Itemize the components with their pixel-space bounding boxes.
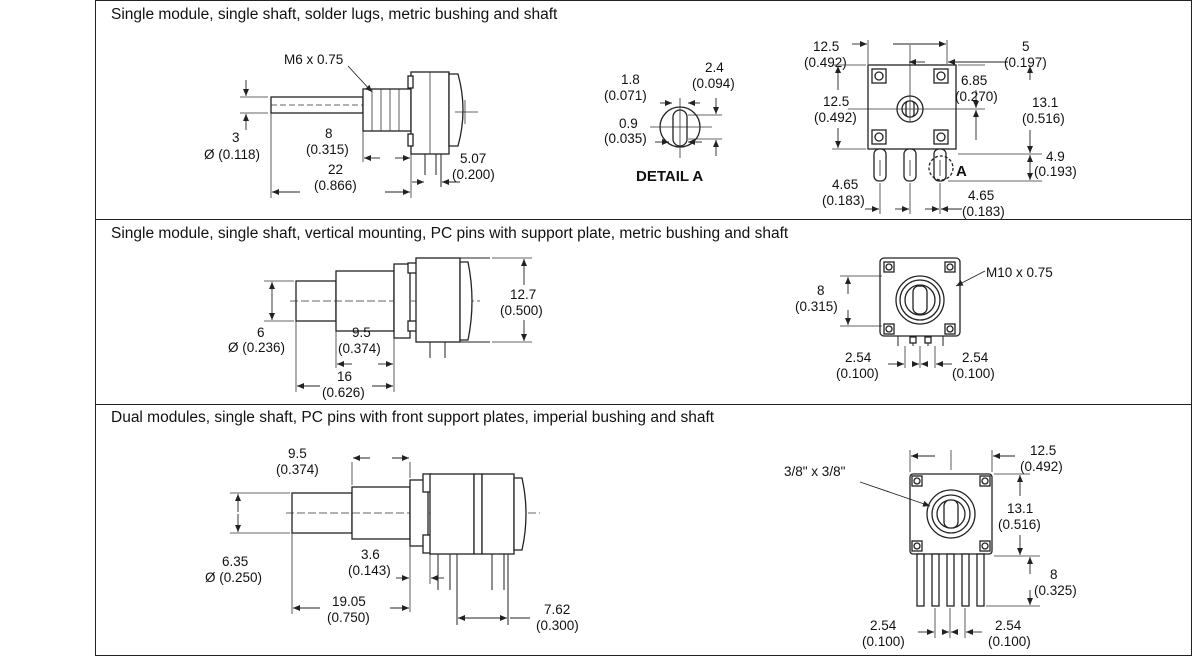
p3-len2-mm: 19.05 xyxy=(332,594,366,609)
p2f-h-mm: 8 xyxy=(817,283,825,298)
p3f-p1-mm: 2.54 xyxy=(870,618,897,633)
p1f-ht-mm: 13.1 xyxy=(1032,95,1058,110)
p2-len1-mm: 9.5 xyxy=(352,325,371,340)
p3-len2-in: (0.750) xyxy=(327,610,370,625)
p1-lug-mm: 5.07 xyxy=(460,151,486,166)
p1-len2-in: (0.866) xyxy=(314,178,357,193)
p2f-p1-mm: 2.54 xyxy=(845,350,872,365)
p1-len1-in: (0.315) xyxy=(306,142,349,157)
p2f-p2-mm: 2.54 xyxy=(962,350,989,365)
p1f-pin-mm: 4.9 xyxy=(1046,149,1065,164)
panel-2-front-view: M10 x 0.75 8 (0.315) 2.54 (0.100) 2.54 (… xyxy=(795,257,1053,381)
p1f-h-in: (0.492) xyxy=(814,110,857,125)
panel-2-side-view: 6 Ø (0.236) 9.5 (0.374) 16 (0.626) 12.7 … xyxy=(228,257,543,400)
panel-1-front-view: A 12.5 (0.492) 5 (0.197) 6.85 (0.270) 12… xyxy=(804,39,1077,219)
p3f-pin-in: (0.325) xyxy=(1034,583,1077,598)
p1f-p2-in: (0.183) xyxy=(962,204,1005,219)
p2f-p2-in: (0.100) xyxy=(952,366,995,381)
p3f-p1-in: (0.100) xyxy=(862,634,905,649)
p3-dia-mm: 6.35 xyxy=(222,554,248,569)
detail-d1-mm: 1.8 xyxy=(621,72,640,87)
p2f-h-in: (0.315) xyxy=(795,299,838,314)
panel-2-title: Single module, single shaft, vertical mo… xyxy=(111,225,789,242)
p1f-h-mm: 12.5 xyxy=(823,94,849,109)
panel-3-front-view: 3/8" x 3/8" 12.5 (0.492) 13.1 (0.516) 8 … xyxy=(784,443,1077,649)
p2-len2-mm: 16 xyxy=(337,369,352,384)
panel-divider-1 xyxy=(95,219,1192,220)
p1-len2-mm: 22 xyxy=(328,162,343,177)
p1f-c-in: (0.270) xyxy=(955,89,998,104)
detail-d2-mm: 2.4 xyxy=(705,60,724,75)
p1f-w-in: (0.492) xyxy=(804,55,847,70)
p3-b-in: (0.143) xyxy=(348,563,391,578)
p1-len1-mm: 8 xyxy=(325,126,333,141)
drawing-frame xyxy=(95,0,1192,656)
p1f-off-in: (0.197) xyxy=(1004,55,1047,70)
p3-b-mm: 3.6 xyxy=(361,547,380,562)
p2-dia-mm: 6 xyxy=(257,325,265,340)
detail-d3-mm: 0.9 xyxy=(619,116,638,131)
p1-thread-label: M6 x 0.75 xyxy=(284,52,343,67)
p3f-p2-mm: 2.54 xyxy=(995,618,1022,633)
p3-len1-mm: 9.5 xyxy=(288,446,307,461)
panel-divider-2 xyxy=(95,404,1192,405)
p3f-h-mm: 13.1 xyxy=(1007,501,1033,516)
p1f-ht-in: (0.516) xyxy=(1022,111,1065,126)
detail-a-label: DETAIL A xyxy=(636,168,703,185)
p1f-p2-mm: 4.65 xyxy=(968,188,994,203)
p1f-p1-in: (0.183) xyxy=(822,193,865,208)
p2f-thread-label: M10 x 0.75 xyxy=(986,265,1053,280)
p1f-off-mm: 5 xyxy=(1022,39,1030,54)
p2-h-mm: 12.7 xyxy=(510,287,536,302)
p3-dia-in: Ø (0.250) xyxy=(205,570,262,585)
p1-dia-in: Ø (0.118) xyxy=(204,147,260,162)
p2f-p1-in: (0.100) xyxy=(836,366,879,381)
panel-1-detail-a: 1.8 (0.071) 2.4 (0.094) 0.9 (0.035) DETA… xyxy=(604,60,735,185)
panel-1-side-view: M6 x 0.75 3 Ø (0.118) 8 (0.315) 22 (0.86… xyxy=(204,52,495,198)
p3-pin-in: (0.300) xyxy=(536,618,579,633)
panel-3-title: Dual modules, single shaft, PC pins with… xyxy=(111,409,715,426)
p2-len1-in: (0.374) xyxy=(338,341,381,356)
detail-d3-in: (0.035) xyxy=(604,131,647,146)
p1f-pin-in: (0.193) xyxy=(1034,164,1077,179)
p1-lug-in: (0.200) xyxy=(452,167,495,182)
p3f-p2-in: (0.100) xyxy=(988,634,1031,649)
p3f-pin-mm: 8 xyxy=(1050,567,1058,582)
p1f-p1-mm: 4.65 xyxy=(832,177,858,192)
p3f-w-in: (0.492) xyxy=(1020,459,1063,474)
detail-d2-in: (0.094) xyxy=(692,76,735,91)
p3f-w-mm: 12.5 xyxy=(1030,443,1056,458)
p3-len1-in: (0.374) xyxy=(276,462,319,477)
panel-3-side-view: 9.5 (0.374) 6.35 Ø (0.250) 3.6 (0.143) 1… xyxy=(205,446,579,633)
p1f-c-mm: 6.85 xyxy=(961,73,987,88)
panel-1-title: Single module, single shaft, solder lugs… xyxy=(111,6,558,23)
detail-d1-in: (0.071) xyxy=(604,88,647,103)
p1f-w-mm: 12.5 xyxy=(813,39,839,54)
p2-h-in: (0.500) xyxy=(500,303,543,318)
p2-len2-in: (0.626) xyxy=(322,385,365,400)
front-callout-a: A xyxy=(956,163,967,180)
p3f-thread-label: 3/8" x 3/8" xyxy=(784,464,846,479)
p2-dia-in: Ø (0.236) xyxy=(228,340,285,355)
p1-dia-mm: 3 xyxy=(232,130,240,145)
p3f-h-in: (0.516) xyxy=(998,517,1041,532)
p3-pin-mm: 7.62 xyxy=(544,602,570,617)
